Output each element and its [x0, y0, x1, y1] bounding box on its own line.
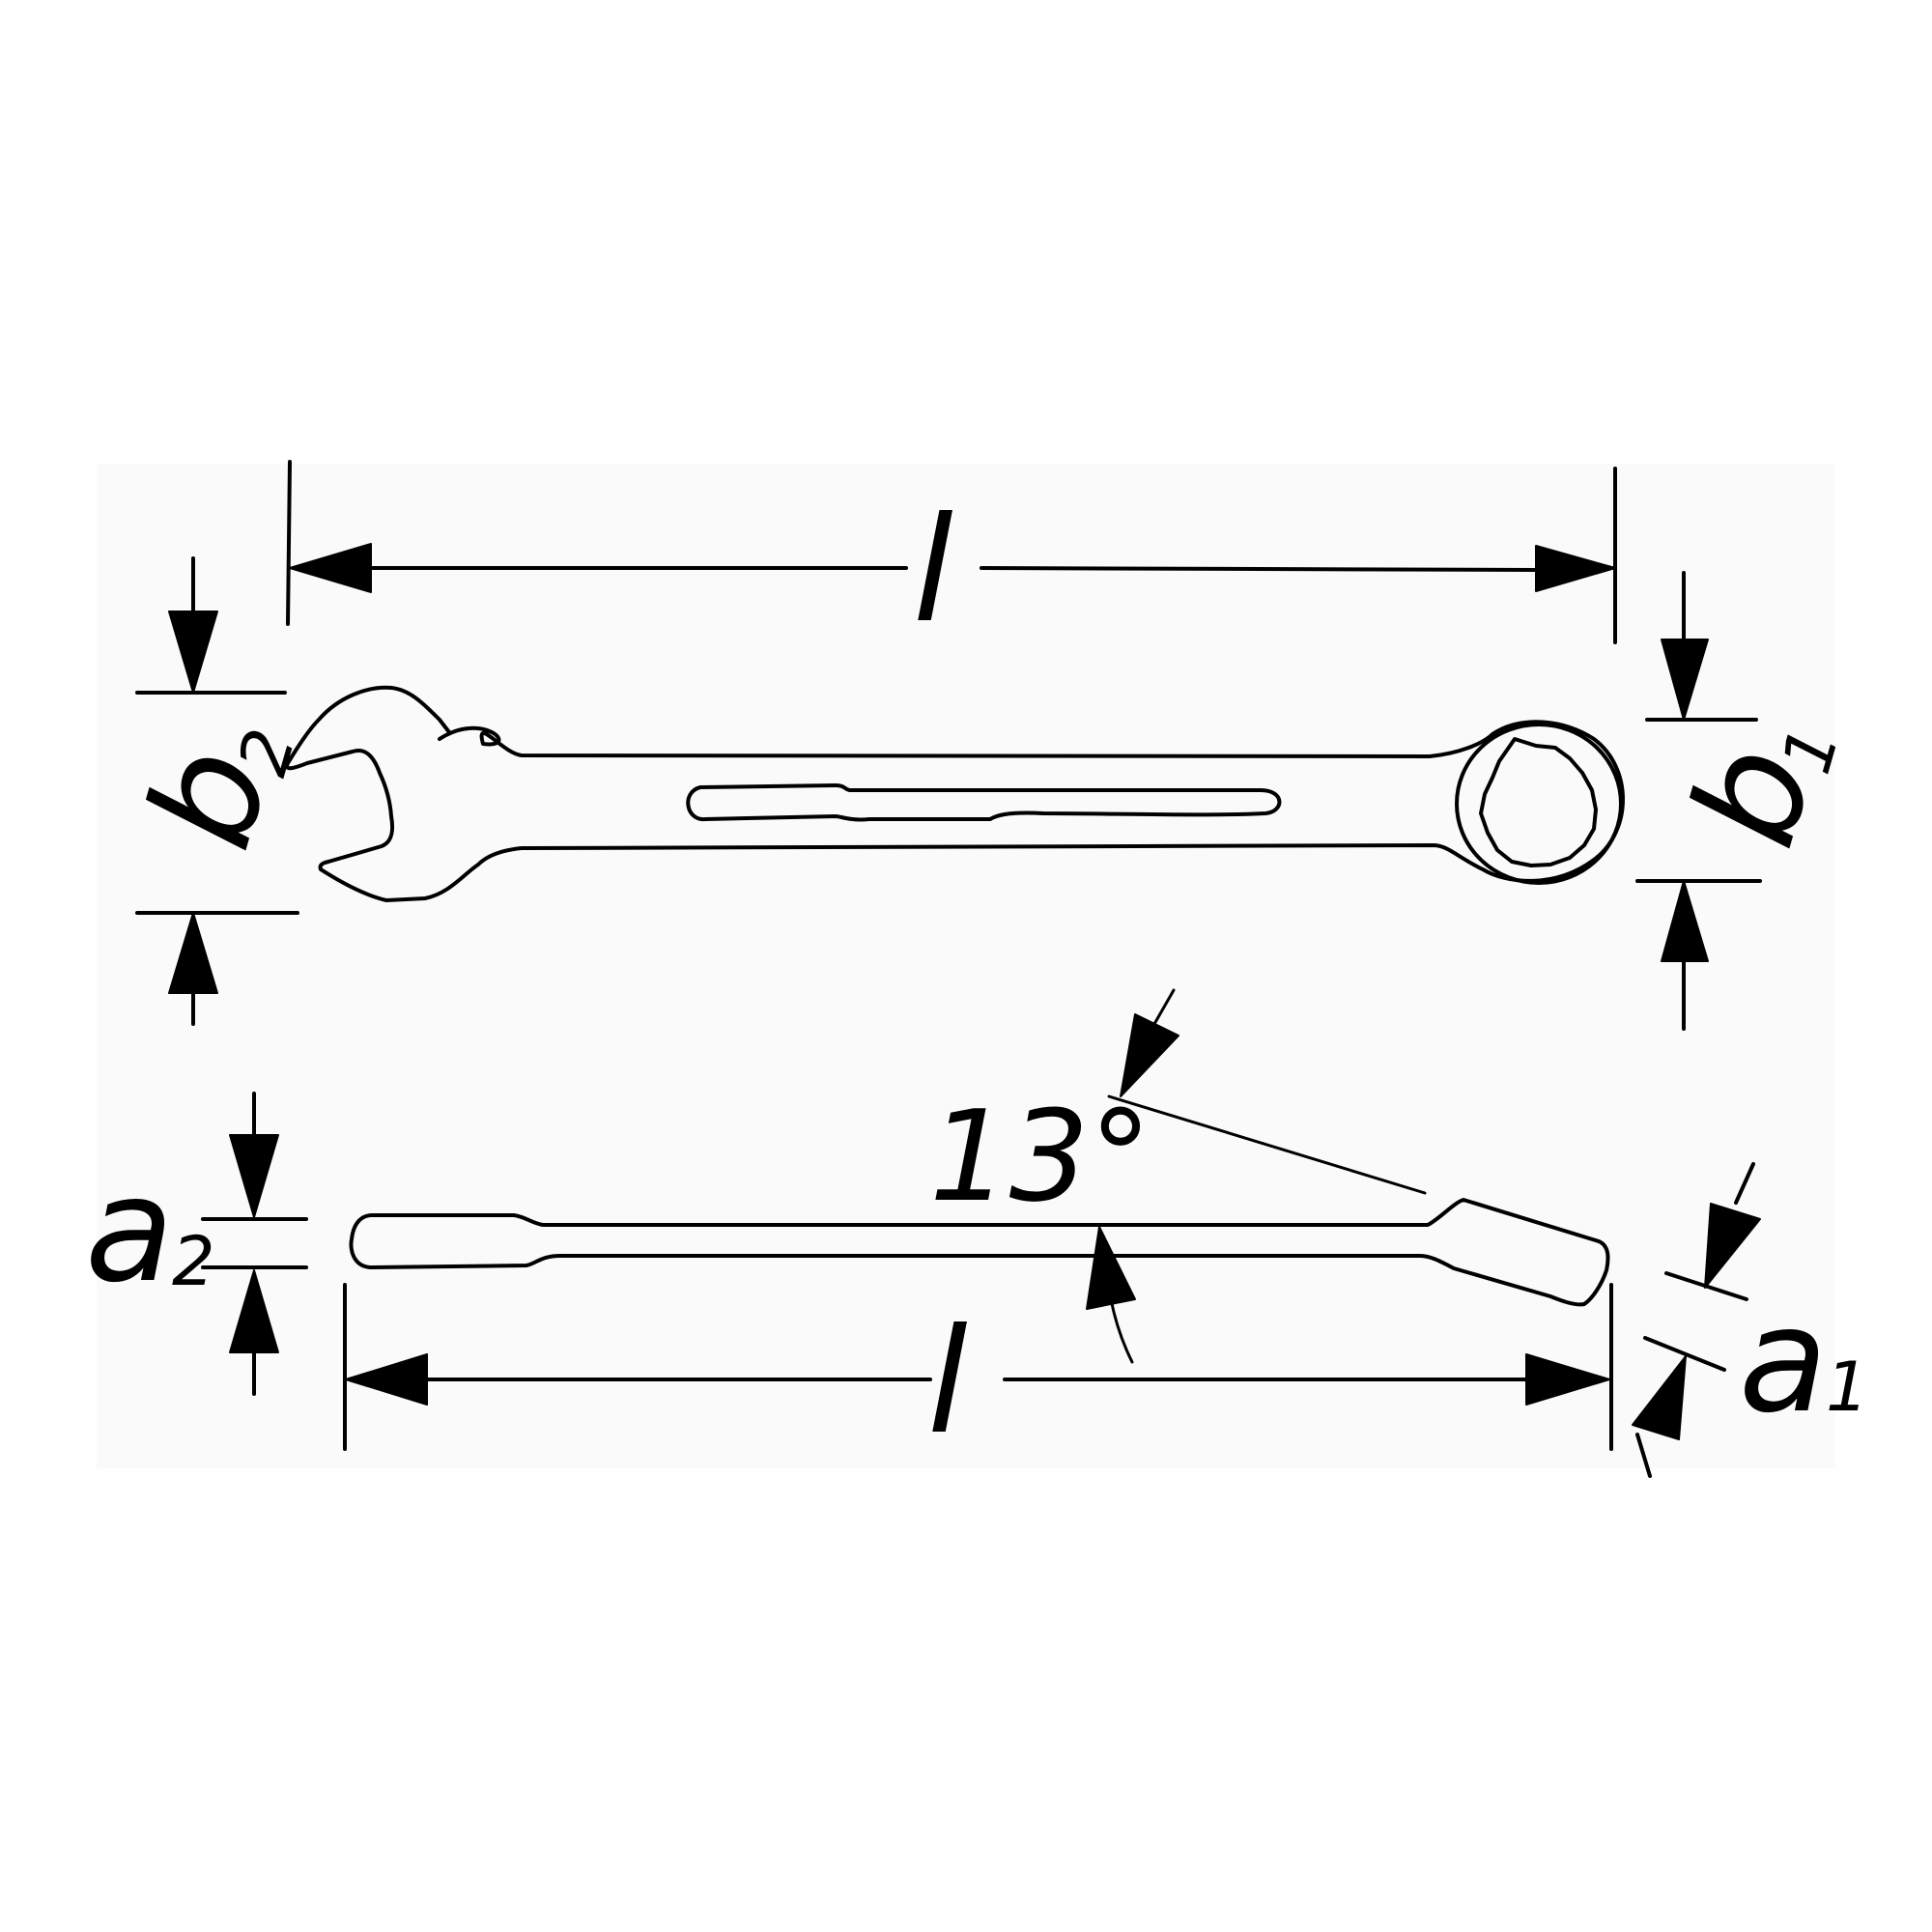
length-label-top: l	[913, 487, 953, 655]
wrench-top-outline	[285, 685, 1625, 902]
arrowhead-top-right	[1535, 545, 1616, 592]
length-dimension-top: l	[286, 460, 1617, 655]
a1-leader-bottom	[1635, 1433, 1652, 1478]
a1-arrow-top	[1704, 1203, 1761, 1289]
wrench-slot	[686, 783, 1282, 822]
b1-arrow-bottom	[1661, 880, 1709, 962]
background-plate	[97, 464, 1835, 1468]
wrench-side-view	[349, 1198, 1610, 1307]
ring-outer-circle	[1455, 723, 1623, 885]
b2-arrow-top	[168, 611, 218, 694]
a1-label-letter: a	[1739, 1277, 1828, 1445]
thickness-dimension-ring-end: a 1	[1632, 1162, 1869, 1478]
a2-arrow-bottom	[229, 1269, 279, 1353]
width-dimension-ring-end: b 1	[1635, 571, 1855, 1031]
width-dimension-open-end: b 2	[116, 556, 311, 1026]
length-label-bottom: l	[927, 1298, 968, 1466]
arrowhead-bottom-right	[1525, 1353, 1610, 1406]
b1-arrow-top	[1661, 639, 1709, 721]
angle-reference-line	[1107, 1094, 1427, 1195]
offset-angle-dimension: 13°	[929, 988, 1427, 1364]
a2-arrow-top	[229, 1134, 279, 1218]
arrowhead-bottom-left	[345, 1353, 428, 1406]
extension-line-left-top	[286, 460, 292, 626]
thickness-dimension-open-end: a 2	[85, 1092, 308, 1396]
wrench-top-view	[285, 685, 1625, 902]
a1-label-sub: 1	[1826, 1348, 1869, 1427]
angle-label: 13°	[929, 1083, 1151, 1230]
arrowhead-top-left	[289, 543, 372, 593]
length-dimension-bottom: l	[343, 1283, 1613, 1466]
angle-arc	[1109, 1297, 1134, 1364]
a1-arrow-bottom	[1632, 1355, 1687, 1440]
b2-arrow-bottom	[168, 912, 218, 994]
a1-leader-top	[1734, 1162, 1755, 1205]
a2-label-letter: a	[85, 1147, 174, 1315]
a1-extension-bottom	[1643, 1336, 1726, 1372]
ring-inner-star	[1479, 737, 1598, 867]
angle-leader-top	[1152, 988, 1176, 1026]
wrench-side-outline	[349, 1198, 1610, 1307]
a2-label-sub: 2	[172, 1222, 215, 1301]
angle-arrow-top	[1120, 1013, 1179, 1097]
dimension-line-top-right	[980, 566, 1538, 572]
